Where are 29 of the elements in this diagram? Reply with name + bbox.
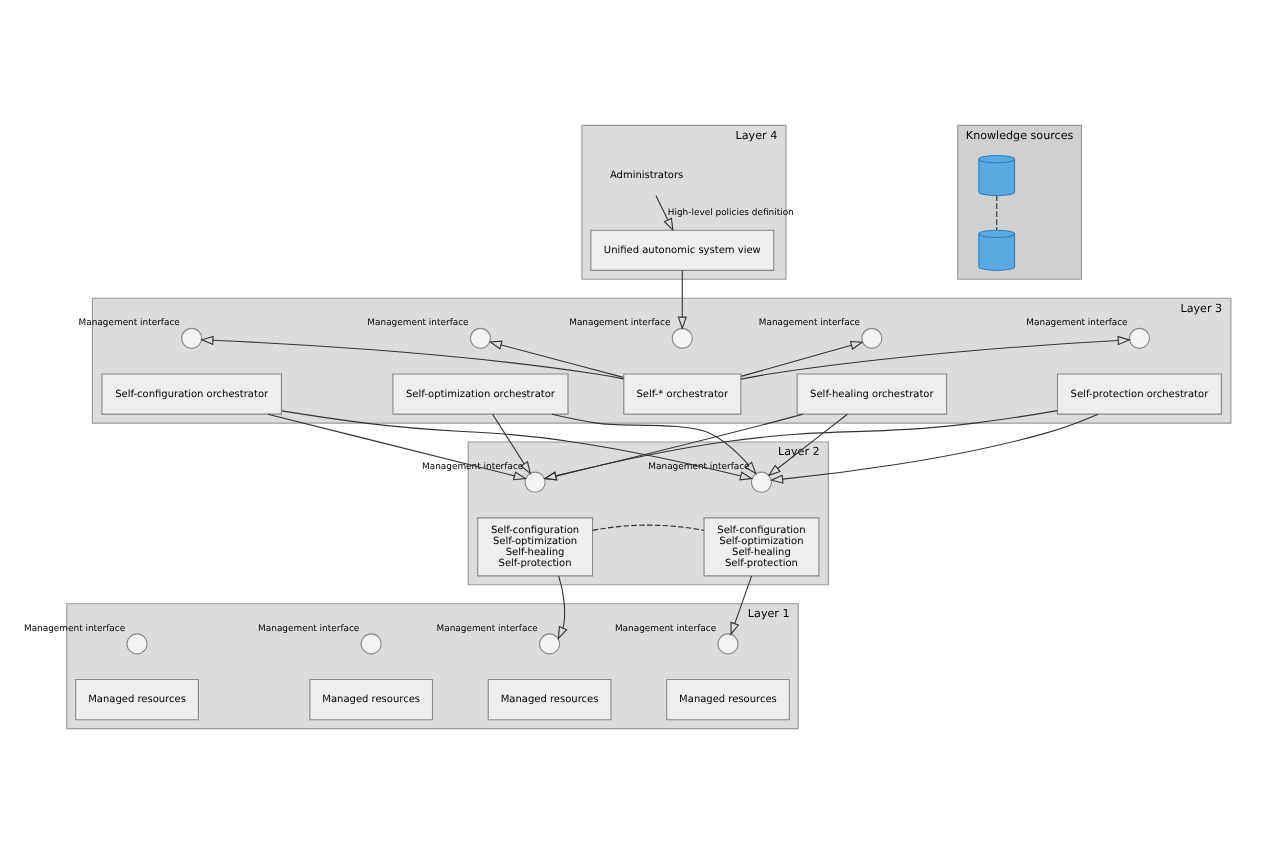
node-circle [524,470,546,492]
node-circle [717,632,739,654]
node-circle [750,470,773,492]
arrow [769,412,1099,483]
arrow [655,194,674,231]
node-circle [671,326,693,348]
arrow [267,412,528,480]
arrow [492,412,532,474]
node-circle [1128,326,1151,348]
arrow [281,409,754,480]
node-circle [360,632,382,654]
connector [996,194,998,230]
arrow [557,574,568,639]
node-circle [469,326,492,348]
arrow [200,334,624,379]
node-circle [181,326,203,348]
arrow [551,412,757,474]
connector [592,523,705,530]
arrow [488,339,624,377]
arrow [767,412,848,476]
arrow [543,412,804,480]
arrow [740,334,1132,379]
arrow [740,339,864,376]
arrow [730,574,753,635]
arrow [543,409,1058,480]
node-circle [861,326,883,348]
node-circle [539,632,561,654]
arrow [677,268,687,329]
node-circle [126,632,148,654]
